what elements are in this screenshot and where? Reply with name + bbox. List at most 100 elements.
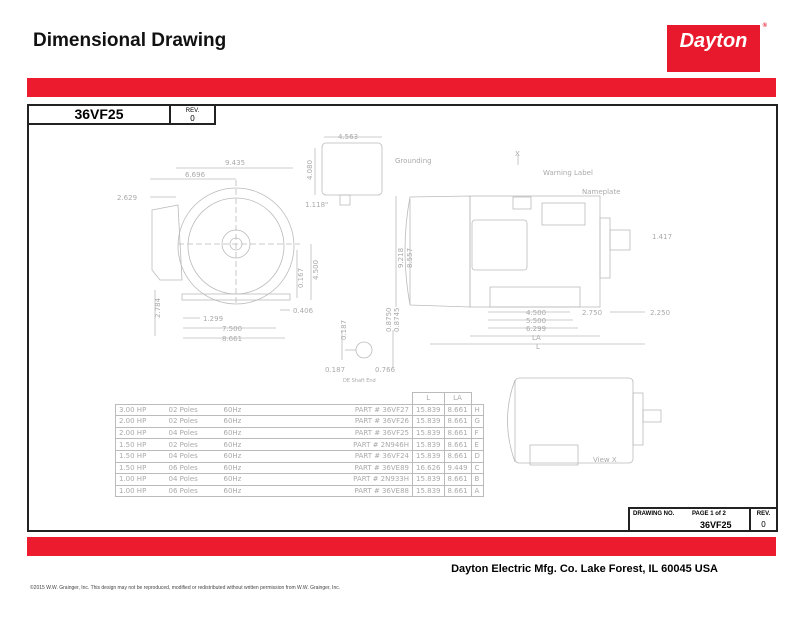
cell-hz: 60Hz — [220, 473, 306, 486]
cell-hp: 3.00 HP — [115, 403, 166, 417]
dim-l: L — [536, 343, 540, 351]
col-header-l: L — [412, 392, 445, 405]
dim-08745: 0.8745 — [393, 308, 401, 333]
cell-hp: 1.50 HP — [115, 438, 166, 451]
cell-part: PART # 36VF24 — [305, 449, 413, 463]
view-x-marker: X — [515, 150, 520, 158]
cell-l: 15.839 — [412, 403, 445, 417]
cell-poles: 06 Poles — [165, 484, 221, 498]
dim-2250: 2.250 — [650, 309, 670, 317]
cell-la: 8.661 — [443, 449, 472, 463]
view-x-label: View X — [593, 456, 617, 464]
cell-hz: 60Hz — [220, 426, 306, 440]
dim-9435: 9.435 — [225, 159, 245, 167]
cell-la: 8.661 — [443, 403, 472, 417]
cell-code: D — [470, 449, 485, 463]
warning-label-callout: Warning Label — [543, 169, 593, 177]
cell-hz: 60Hz — [220, 461, 306, 475]
shaft — [609, 229, 631, 251]
drawing-frame — [27, 104, 778, 532]
dimensional-drawing: 9.435 6.696 2.629 2.784 1.299 7.500 8.66… — [117, 133, 672, 466]
drawing-no-value: 36VF25 — [700, 520, 732, 530]
cell-part: PART # 36VF26 — [305, 415, 413, 428]
cell-hz: 60Hz — [220, 484, 306, 498]
cell-hp: 1.00 HP — [115, 473, 166, 486]
cell-la: 8.661 — [443, 415, 472, 428]
dim-5500: 5.500 — [526, 317, 546, 325]
dim-1417: 1.417 — [652, 233, 672, 241]
dim-4500: 4.500 — [312, 260, 320, 280]
rev-label: REV. — [185, 108, 200, 114]
cell-hz: 60Hz — [220, 403, 306, 417]
dim-2629: 2.629 — [117, 194, 137, 202]
shaft-end-view — [355, 341, 373, 359]
cell-la: 8.661 — [443, 484, 472, 498]
cell-l: 15.839 — [412, 426, 445, 440]
side-view-body — [469, 195, 601, 308]
dim-1118: 1.118" — [305, 201, 328, 209]
cell-poles: 04 Poles — [165, 449, 221, 463]
bottom-red-bar — [27, 537, 776, 556]
cell-part: PART # 36VE88 — [305, 484, 413, 498]
rev-box: REV.0 — [169, 104, 216, 125]
cell-hp: 1.00 HP — [115, 484, 166, 498]
nameplate-callout: Nameplate — [582, 188, 620, 196]
dim-6299: 6.299 — [526, 325, 546, 333]
cell-l: 15.839 — [412, 484, 445, 498]
cell-part: PART # 36VF27 — [305, 403, 413, 417]
cell-poles: 04 Poles — [165, 426, 221, 440]
cell-hp: 1.50 HP — [115, 449, 166, 463]
cell-part: PART # 2N933H — [305, 473, 413, 486]
grounding-label: Grounding — [395, 157, 432, 165]
dim-9218: 9.218 — [397, 248, 405, 268]
cell-part: PART # 36VF25 — [305, 426, 413, 440]
side-conduit-box — [471, 219, 528, 271]
dim-4500-feet: 4.500 — [526, 309, 546, 317]
dim-7500: 7.500 — [222, 325, 242, 333]
cell-hz: 60Hz — [220, 415, 306, 428]
cell-poles: 02 Poles — [165, 415, 221, 428]
dim-6696: 6.696 — [185, 171, 206, 179]
drawing-no-label: DRAWING NO. — [633, 511, 675, 517]
rev-value: 0 — [190, 114, 195, 123]
side-view-fan-cover — [404, 195, 471, 308]
drawing-number-box: DRAWING NO. PAGE 1 of 2 36VF25 — [628, 507, 751, 532]
drawing-rev-box: REV. 0 — [749, 507, 778, 532]
conduit-box-side — [151, 204, 183, 281]
cell-hz: 60Hz — [220, 438, 306, 451]
cell-code: A — [470, 484, 485, 498]
cell-poles: 02 Poles — [165, 403, 221, 417]
cell-l: 15.839 — [412, 449, 445, 463]
dim-8661: 8.661 — [222, 335, 242, 343]
cell-la: 8.661 — [443, 438, 472, 451]
dim-4080: 4.080 — [306, 160, 314, 180]
cell-la: 8.661 — [443, 473, 472, 486]
logo-text: Dayton — [679, 30, 748, 52]
dim-2750: 2.750 — [582, 309, 602, 317]
cell-code: B — [470, 473, 485, 486]
cell-code: E — [470, 438, 485, 451]
cell-poles: 02 Poles — [165, 438, 221, 451]
cell-hp: 2.00 HP — [115, 426, 166, 440]
dim-8557: 8.557 — [406, 248, 414, 268]
nameplate — [541, 202, 586, 226]
cell-code: G — [470, 415, 485, 428]
company-address: Dayton Electric Mfg. Co. Lake Forest, IL… — [451, 563, 718, 575]
cell-part: PART # 2N946H — [305, 438, 413, 451]
dim-1299: 1.299 — [203, 315, 223, 323]
dim-0406: 0.406 — [293, 307, 314, 315]
cell-hz: 60Hz — [220, 449, 306, 463]
cell-l: 15.839 — [412, 473, 445, 486]
cell-l: 16.626 — [412, 461, 445, 475]
cell-code: C — [470, 461, 485, 475]
dim-0187-h: 0.187 — [325, 366, 345, 374]
cell-code: H — [470, 403, 485, 417]
dim-2784: 2.784 — [154, 297, 162, 318]
